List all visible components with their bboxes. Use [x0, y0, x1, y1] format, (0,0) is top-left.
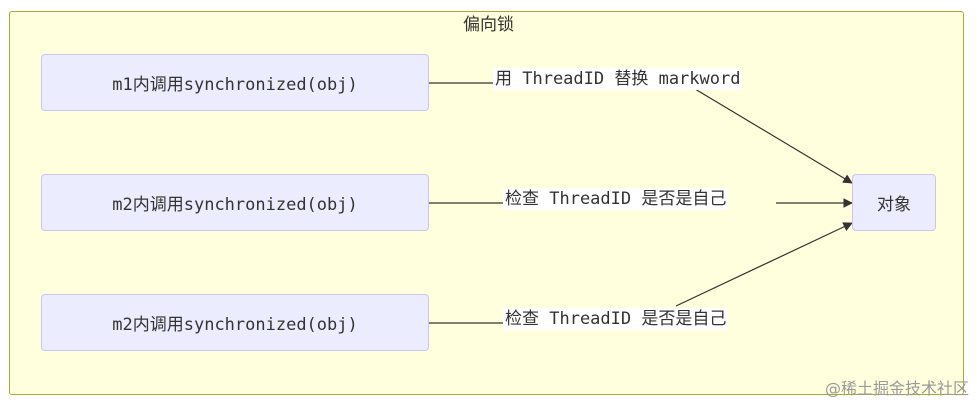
- cluster-title: 偏向锁: [463, 15, 514, 35]
- edge-m1-to-object: [429, 82, 852, 183]
- edge-label-m2a: 检查 ThreadID 是否是自己: [503, 188, 729, 210]
- node-m2-call-a: m2内调用synchronized(obj): [41, 174, 429, 231]
- node-object: 对象: [852, 174, 936, 231]
- node-m2-call-b: m2内调用synchronized(obj): [41, 294, 429, 351]
- node-m1-call: m1内调用synchronized(obj): [41, 54, 429, 111]
- watermark: @稀土掘金技术社区: [824, 379, 969, 398]
- edge-label-m1: 用 ThreadID 替换 markword: [493, 68, 743, 90]
- edge-m2b-to-object: [429, 223, 852, 324]
- edge-label-m2b: 检查 ThreadID 是否是自己: [503, 308, 729, 330]
